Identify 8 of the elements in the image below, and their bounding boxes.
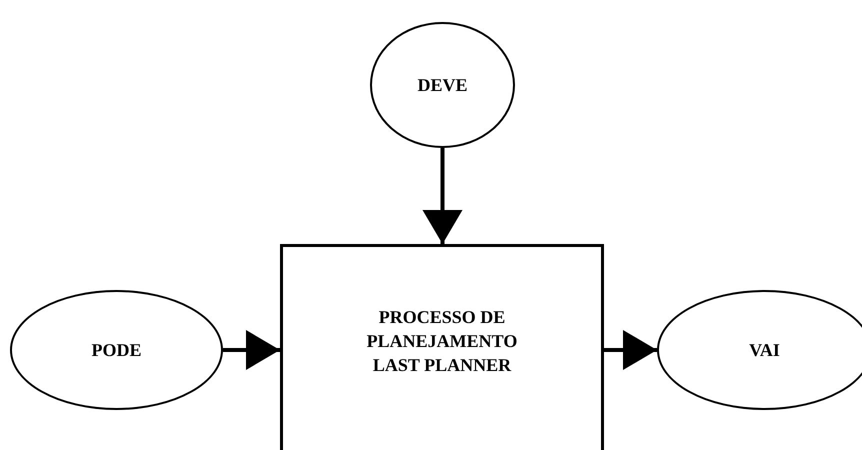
- node-label: PROCESSO DE PLANEJAMENTO LAST PLANNER: [366, 306, 518, 377]
- arrow: [422, 148, 462, 244]
- node-label: DEVE: [417, 74, 468, 97]
- node-label: PODE: [91, 339, 142, 362]
- arrow: [223, 330, 280, 370]
- node-label: VAI: [749, 339, 780, 362]
- process-box: [280, 244, 604, 450]
- arrow: [604, 330, 657, 370]
